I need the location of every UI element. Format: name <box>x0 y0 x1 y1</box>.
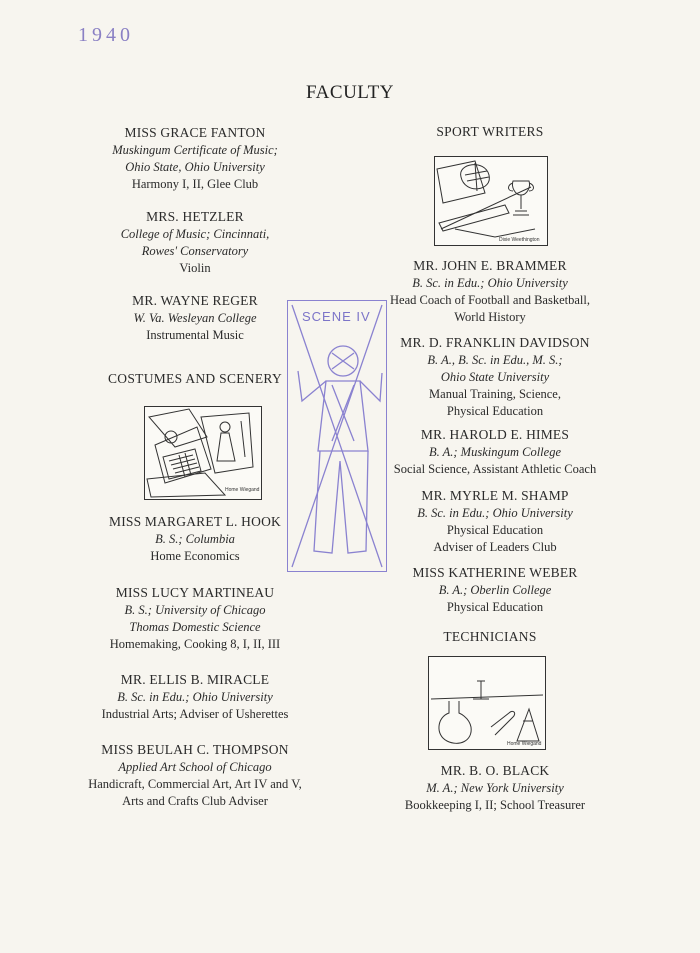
faculty-name: MR. ELLIS B. MIRACLE <box>120 672 270 687</box>
faculty-entry: MISS MARGARET L. HOOK B. S.; Columbia Ho… <box>80 513 310 565</box>
faculty-subject: Home Economics <box>150 549 240 563</box>
faculty-subject: Adviser of Leaders Club <box>433 540 557 554</box>
faculty-entry: MISS GRACE FANTON Muskingum Certificate … <box>80 124 310 193</box>
faculty-name: MR. D. FRANKLIN DAVIDSON <box>400 335 590 350</box>
faculty-degree: B. Sc. in Edu.; Ohio University <box>117 690 273 704</box>
faculty-degree: Applied Art School of Chicago <box>118 760 272 774</box>
faculty-name: MISS LUCY MARTINEAU <box>115 585 275 600</box>
faculty-name: MISS MARGARET L. HOOK <box>109 514 281 529</box>
faculty-entry: MISS BEULAH C. THOMPSON Applied Art Scho… <box>70 741 320 810</box>
scene-label: SCENE IV <box>302 309 371 324</box>
faculty-subject: Arts and Crafts Club Adviser <box>122 794 268 808</box>
faculty-degree: B. A.; Oberlin College <box>438 583 552 597</box>
sport-writers-illustration: Dixie Weethington <box>434 156 548 246</box>
faculty-degree: M. A.; New York University <box>426 781 564 795</box>
faculty-degree: B. S.; University of Chicago <box>124 603 266 617</box>
faculty-name: MR. WAYNE REGER <box>132 293 258 308</box>
faculty-subject: Head Coach of Football and Basketball, <box>390 293 590 307</box>
faculty-name: MR. MYRLE M. SHAMP <box>421 488 569 503</box>
faculty-name: MRS. HETZLER <box>146 209 244 224</box>
costumes-illustration: Home Wiegand <box>144 406 262 500</box>
faculty-name: MISS BEULAH C. THOMPSON <box>101 742 289 757</box>
faculty-entry: MR. ELLIS B. MIRACLE B. Sc. in Edu.; Ohi… <box>80 671 310 723</box>
faculty-subject: Physical Education <box>446 523 544 537</box>
faculty-degree: Ohio State University <box>440 370 550 384</box>
costumes-heading: COSTUMES AND SCENERY <box>107 371 283 386</box>
faculty-degree: Ohio State, Ohio University <box>125 160 265 174</box>
faculty-degree: B. Sc. in Edu.; Ohio University <box>412 276 568 290</box>
faculty-entry: MR. MYRLE M. SHAMP B. Sc. in Edu.; Ohio … <box>380 487 610 556</box>
faculty-name: MR. B. O. BLACK <box>440 763 550 778</box>
faculty-subject: Instrumental Music <box>146 328 244 342</box>
scene-stamp: SCENE IV <box>287 300 387 572</box>
faculty-degree: B. S.; Columbia <box>155 532 235 546</box>
faculty-degree: B. A.; Muskingum College <box>428 445 562 459</box>
faculty-degree: Rowes' Conservatory <box>141 244 249 258</box>
faculty-entry: MISS KATHERINE WEBER B. A.; Oberlin Coll… <box>380 564 610 616</box>
faculty-name: MR. HAROLD E. HIMES <box>420 427 570 442</box>
faculty-subject: Bookkeeping I, II; School Treasurer <box>404 798 586 812</box>
faculty-entry: MR. JOHN E. BRAMMER B. Sc. in Edu.; Ohio… <box>370 257 610 326</box>
faculty-degree: B. Sc. in Edu.; Ohio University <box>417 506 573 520</box>
faculty-subject: Physical Education <box>446 600 544 614</box>
faculty-degree: Muskingum Certificate of Music; <box>112 143 278 157</box>
artist-signature: Home Wiegand <box>225 487 260 493</box>
faculty-degree: College of Music; Cincinnati, <box>120 227 270 241</box>
faculty-entry: MR. D. FRANKLIN DAVIDSON B. A., B. Sc. i… <box>380 334 610 420</box>
artist-signature: Home Wiegand <box>507 741 542 747</box>
faculty-subject: Handicraft, Commercial Art, Art IV and V… <box>88 777 302 791</box>
faculty-entry: MR. HAROLD E. HIMES B. A.; Muskingum Col… <box>370 426 620 478</box>
faculty-degree: Thomas Domestic Science <box>129 620 261 634</box>
technicians-heading: TECHNICIANS <box>443 629 537 644</box>
page-title: FACULTY <box>306 82 394 103</box>
faculty-subject: Harmony I, II, Glee Club <box>131 177 259 191</box>
faculty-entry: MISS LUCY MARTINEAU B. S.; University of… <box>80 584 310 653</box>
faculty-subject: World History <box>454 310 526 324</box>
artist-signature: Dixie Weethington <box>499 237 540 243</box>
faculty-subject: Violin <box>179 261 211 275</box>
faculty-subject: Industrial Arts; Adviser of Usherettes <box>101 707 289 721</box>
faculty-entry: MR. B. O. BLACK M. A.; New York Universi… <box>370 762 620 814</box>
technicians-illustration: Home Wiegand <box>428 656 546 750</box>
faculty-degree: W. Va. Wesleyan College <box>133 311 257 325</box>
sport-writers-heading: SPORT WRITERS <box>436 124 544 139</box>
faculty-subject: Social Science, Assistant Athletic Coach <box>393 462 597 476</box>
faculty-subject: Manual Training, Science, <box>429 387 561 401</box>
yearbook-year: 1940 <box>78 24 134 46</box>
faculty-entry: MR. WAYNE REGER W. Va. Wesleyan College … <box>80 292 310 344</box>
faculty-name: MR. JOHN E. BRAMMER <box>413 258 567 273</box>
faculty-name: MISS KATHERINE WEBER <box>412 565 578 580</box>
faculty-name: MISS GRACE FANTON <box>124 125 266 140</box>
faculty-subject: Physical Education <box>446 404 544 418</box>
faculty-degree: B. A., B. Sc. in Edu., M. S.; <box>427 353 563 367</box>
faculty-entry: MRS. HETZLER College of Music; Cincinnat… <box>80 208 310 277</box>
faculty-subject: Homemaking, Cooking 8, I, II, III <box>109 637 281 651</box>
